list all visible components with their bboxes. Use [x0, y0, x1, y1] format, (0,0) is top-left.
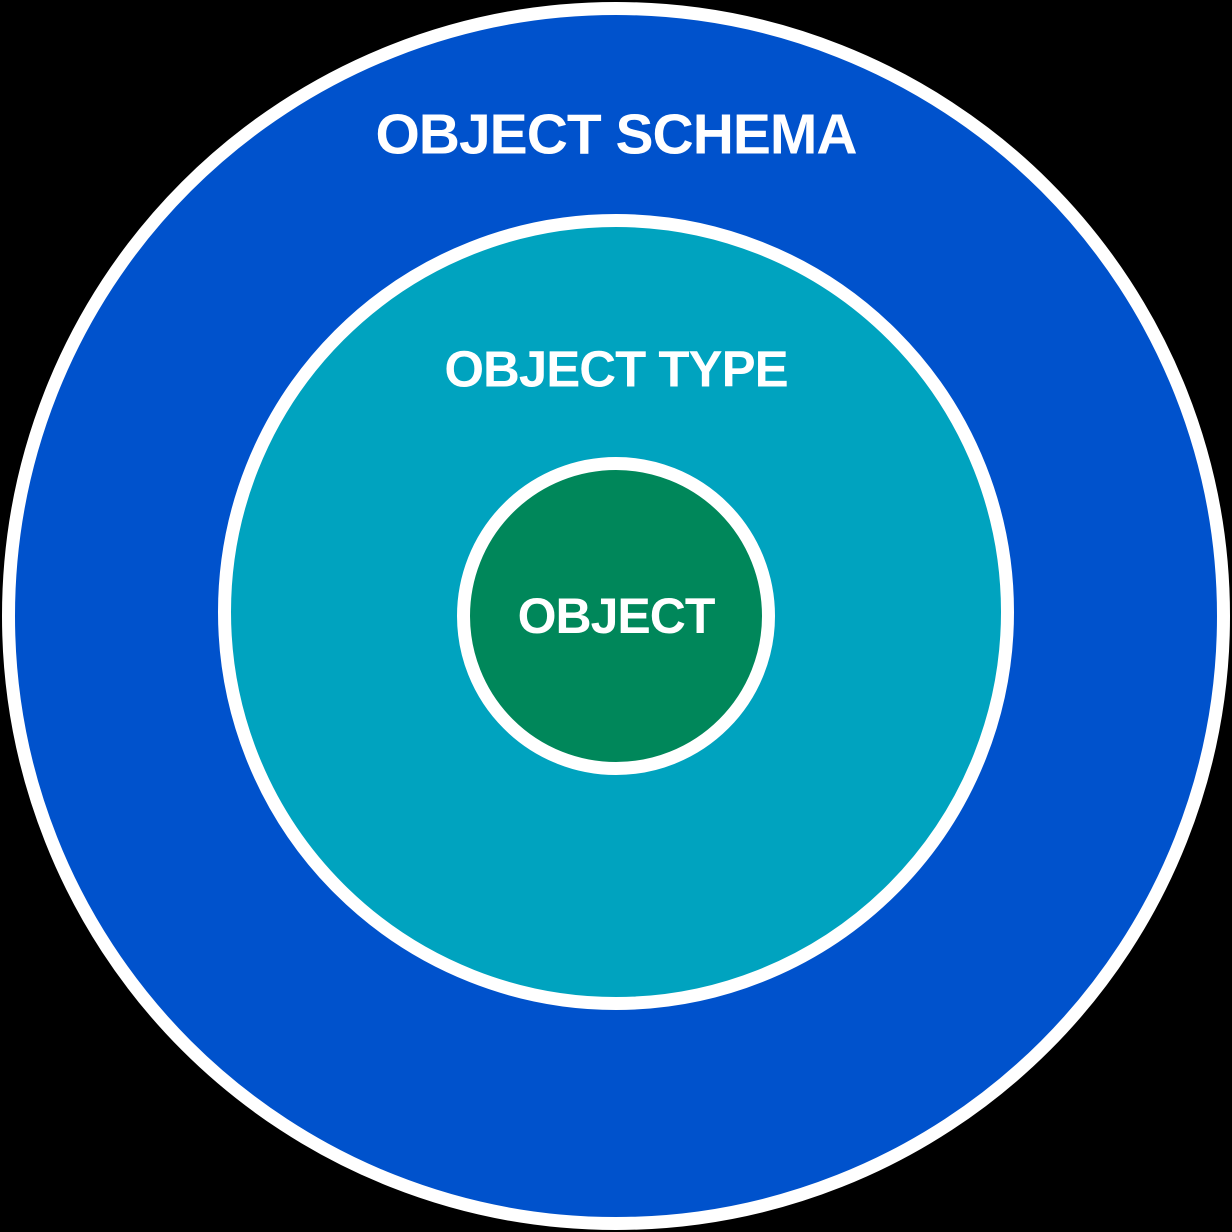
object-schema-label: OBJECT SCHEMA [375, 102, 857, 167]
object-type-label: OBJECT TYPE [444, 340, 788, 398]
object-label: OBJECT [517, 588, 716, 644]
